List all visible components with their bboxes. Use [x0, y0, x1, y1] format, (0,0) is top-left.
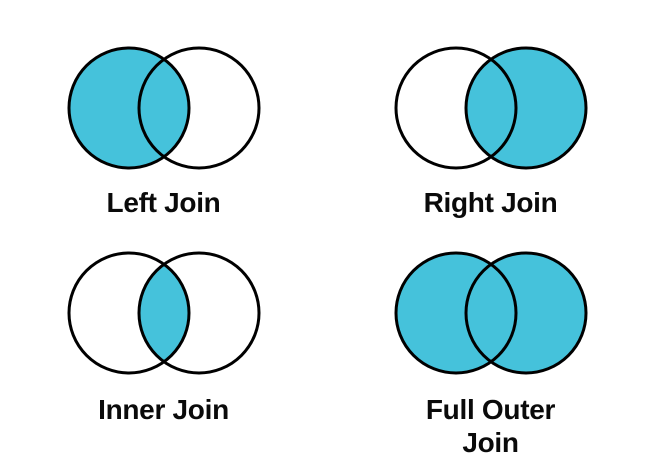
venn-diagram-full-outer-join [393, 249, 589, 377]
left-circle-outline [394, 251, 517, 375]
venn-svg-left-join [67, 46, 260, 170]
venn-diagram-inner-join [66, 249, 262, 377]
right-circle-outline [137, 46, 260, 170]
venn-diagram-right-join [393, 44, 589, 172]
join-label-full-outer-join: Full Outer Join [425, 394, 556, 459]
right-circle-outline [464, 251, 587, 375]
left-circle-outline [67, 251, 190, 375]
join-label-left-join: Left Join [106, 187, 221, 218]
join-label-inner-join: Inner Join [98, 394, 229, 425]
venn-svg-right-join [394, 46, 587, 170]
join-cell-inner-join: Inner Join [0, 237, 327, 474]
join-label-right-join: Right Join [423, 187, 558, 218]
right-circle-outline [464, 46, 587, 170]
join-cell-full-outer-join: Full Outer Join [327, 237, 654, 474]
join-cell-left-join: Left Join [0, 0, 327, 237]
venn-diagram-left-join [66, 44, 262, 172]
right-circle-outline [137, 251, 260, 375]
venn-svg-inner-join [67, 251, 260, 375]
left-circle-outline [394, 46, 517, 170]
venn-svg-full-outer-join [394, 251, 587, 375]
right-circle-fill [465, 253, 586, 373]
join-cell-right-join: Right Join [327, 0, 654, 237]
intersection-region [138, 48, 189, 168]
intersection-region [465, 48, 516, 168]
intersection-region [138, 253, 189, 373]
left-circle-outline [67, 46, 190, 170]
